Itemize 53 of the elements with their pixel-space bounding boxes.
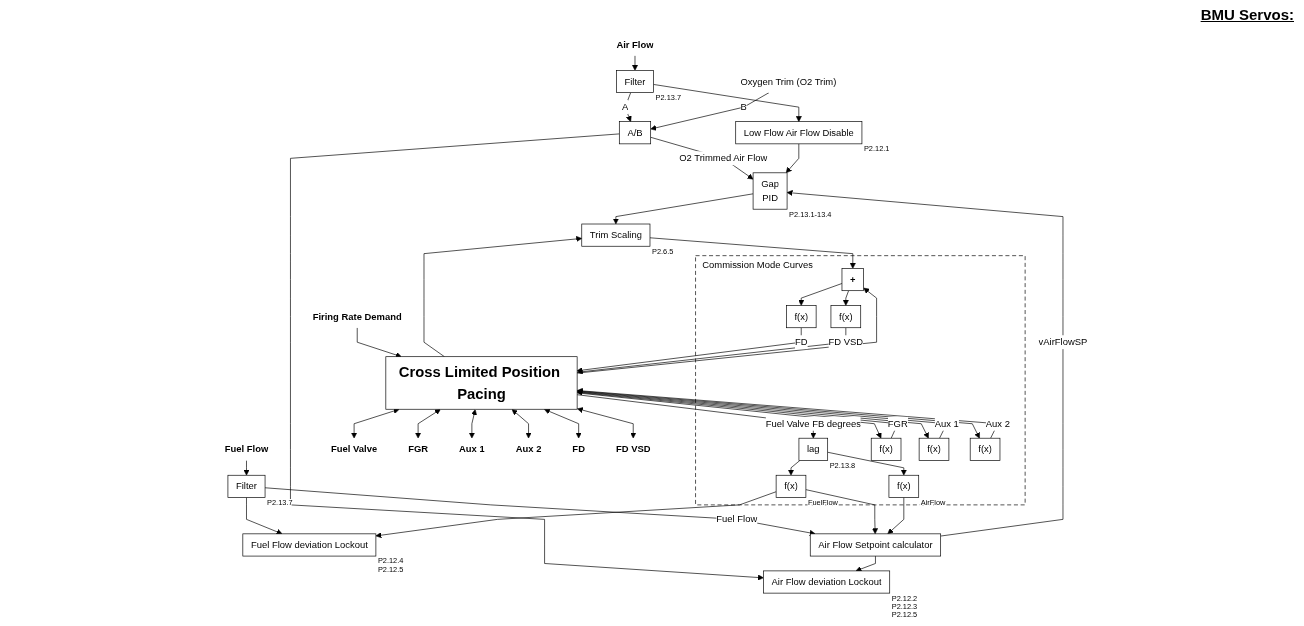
node-box: Gap PID xyxy=(752,172,788,210)
node-box: Trim Scaling xyxy=(581,223,651,247)
edge-label: Fuel Valve FB degrees xyxy=(765,417,861,429)
node-box: Low Flow Air Flow Disable xyxy=(735,121,863,145)
node-text: FGR xyxy=(408,443,429,455)
node-box: f(x) xyxy=(830,305,862,329)
node-box: f(x) xyxy=(918,437,950,461)
edge-label: Aux 2 xyxy=(985,417,1010,429)
parameter-label: P2.13.8 xyxy=(829,460,856,470)
parameter-label: P2.12.3 xyxy=(891,601,918,611)
node-box: A/B xyxy=(618,121,651,145)
node-box: f(x) xyxy=(870,437,902,461)
node-box: Air Flow deviation Lockout xyxy=(763,570,891,594)
edge-label: FD VSD xyxy=(828,336,864,348)
parameter-label: P2.6.5 xyxy=(652,246,674,256)
node-text: FD xyxy=(572,443,585,455)
node-box: lag xyxy=(798,437,829,461)
edge-label: Aux 1 xyxy=(934,417,959,429)
node-text: Firing Rate Demand xyxy=(312,310,402,322)
node-box: Air Flow Setpoint calculator xyxy=(809,533,941,557)
node-text: Fuel Flow xyxy=(224,443,269,455)
node-text: Aux 1 xyxy=(459,443,485,455)
node-box: Fuel Flow deviation Lockout xyxy=(242,533,377,557)
node-box: + xyxy=(841,268,864,292)
node-text: Aux 2 xyxy=(515,443,542,455)
parameter-label: P2.13.7 xyxy=(655,93,682,103)
edge-label: FGR xyxy=(887,417,908,429)
edge-label: FD xyxy=(794,336,808,348)
parameter-label: P2.12.1 xyxy=(863,144,890,154)
node-box: f(x) xyxy=(888,474,920,498)
node-box: Filter xyxy=(616,70,654,93)
parameter-label: P2.12.2 xyxy=(891,593,918,603)
parameter-label: P2.13.1-13.4 xyxy=(789,209,832,219)
node-text: Oxygen Trim (O2 Trim) xyxy=(740,75,837,87)
heading-label: BMU Servos: xyxy=(1200,6,1294,23)
node-box: Filter xyxy=(227,474,266,498)
node-text: Fuel Valve xyxy=(331,443,378,455)
parameter-label: AirFlow xyxy=(920,497,946,507)
parameter-label: P2.12.5 xyxy=(891,609,918,619)
node-text: FD VSD xyxy=(615,443,651,455)
parameter-label: P2.12.5 xyxy=(377,564,404,574)
node-text: Air Flow xyxy=(616,38,654,50)
edge-label: vAirFlowSP xyxy=(1038,336,1088,348)
edge-label: A xyxy=(621,101,629,113)
edge-label: O2 Trimmed Air Flow xyxy=(679,152,768,164)
node-box: f(x) xyxy=(786,305,817,329)
node-box: f(x) xyxy=(775,474,807,498)
node-box: f(x) xyxy=(969,437,1001,461)
node-box: Cross Limited Position Pacing xyxy=(385,356,578,410)
parameter-label: FuelFlow xyxy=(807,497,838,507)
edge-label: Fuel Flow xyxy=(716,513,758,525)
parameter-label: P2.12.4 xyxy=(377,556,404,566)
edge-label: B xyxy=(740,101,747,113)
